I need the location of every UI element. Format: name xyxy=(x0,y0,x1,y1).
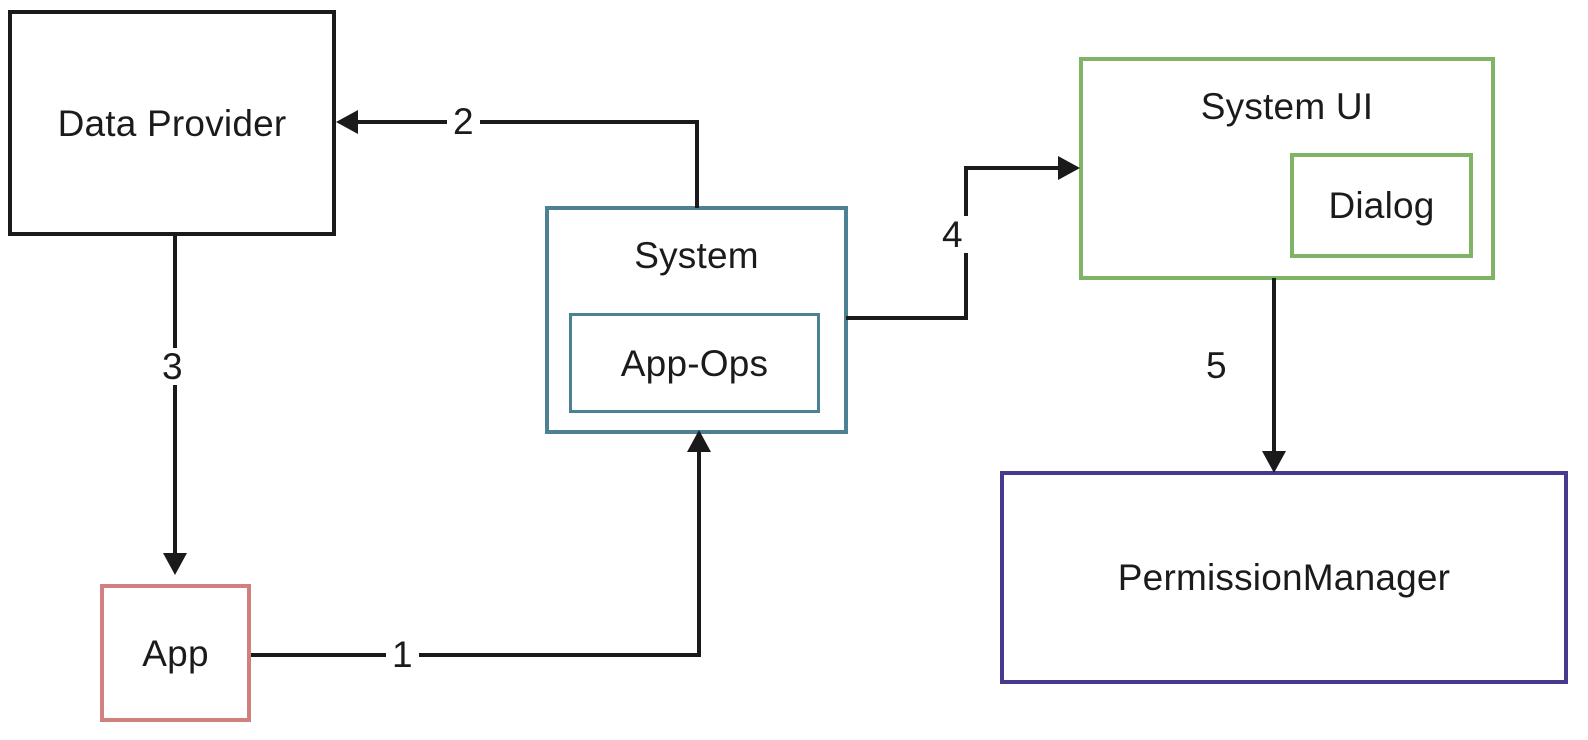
edge-4-segment-horizontal-lower xyxy=(846,316,968,320)
node-dialog-label: Dialog xyxy=(1328,185,1435,226)
edge-1-segment-horizontal xyxy=(251,653,701,657)
node-system-label: System xyxy=(634,235,759,276)
edge-2-segment-horizontal xyxy=(358,120,699,124)
edge-4-segment-horizontal-upper xyxy=(964,166,1062,170)
node-permission-manager-label: PermissionManager xyxy=(1117,557,1451,598)
edge-5-arrowhead xyxy=(1262,451,1286,473)
edge-3-arrowhead xyxy=(163,553,187,575)
node-app-label: App xyxy=(142,632,209,674)
node-system-ui-label: System UI xyxy=(1200,86,1374,127)
node-app-ops[interactable]: App-Ops xyxy=(569,313,820,413)
edge-2-segment-vertical xyxy=(695,120,699,208)
node-dialog[interactable]: Dialog xyxy=(1290,153,1473,258)
node-data-provider-label: Data Provider xyxy=(57,102,287,144)
edge-4-label: 4 xyxy=(936,216,969,253)
node-app[interactable]: App xyxy=(100,584,251,722)
edge-4-arrowhead xyxy=(1058,156,1080,180)
edge-3-segment-vertical xyxy=(173,236,177,553)
edge-2-label: 2 xyxy=(447,103,480,140)
edge-1-segment-vertical xyxy=(697,450,701,655)
edge-1-arrowhead xyxy=(687,430,711,452)
edge-2-arrowhead xyxy=(336,110,358,134)
edge-3-label: 3 xyxy=(156,348,189,385)
node-app-ops-label: App-Ops xyxy=(620,342,769,384)
edge-1-label: 1 xyxy=(386,636,419,673)
node-permission-manager[interactable]: PermissionManager xyxy=(1000,471,1568,684)
edge-5-segment-vertical xyxy=(1272,278,1276,453)
edge-5-label: 5 xyxy=(1206,345,1227,386)
node-data-provider[interactable]: Data Provider xyxy=(8,10,336,236)
